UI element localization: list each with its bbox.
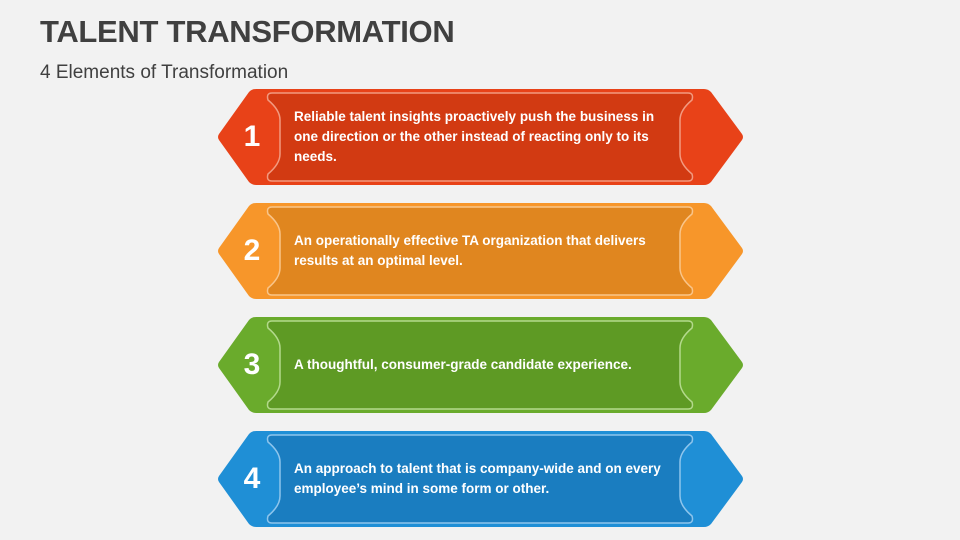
- element-number: 3: [243, 348, 261, 381]
- hexagon-banner-shape: [218, 317, 743, 413]
- slide-subtitle: 4 Elements of Transformation: [40, 62, 289, 83]
- element-description: Reliable talent insights proactively pus…: [294, 109, 655, 164]
- element-description: A thoughtful, consumer-grade candidate e…: [294, 357, 632, 372]
- hexagon-banner-shape: [218, 431, 743, 527]
- element-card-4: 4 An approach to talent that is company-…: [216, 430, 746, 528]
- element-number: 2: [243, 234, 261, 267]
- hexagon-banner-shape: [218, 89, 743, 185]
- element-card-3: 3 A thoughtful, consumer-grade candidate…: [216, 316, 746, 414]
- element-description: An approach to talent that is company-wi…: [294, 461, 661, 496]
- hexagon-banner-shape: [218, 203, 743, 299]
- slide-title: TALENT TRANSFORMATION: [40, 14, 455, 49]
- element-card-2: 2 An operationally effective TA organiza…: [216, 202, 746, 300]
- element-number: 4: [243, 462, 261, 495]
- element-card-1: 1 Reliable talent insights proactively p…: [216, 88, 746, 186]
- element-number: 1: [243, 120, 261, 153]
- element-description: An operationally effective TA organizati…: [294, 233, 646, 268]
